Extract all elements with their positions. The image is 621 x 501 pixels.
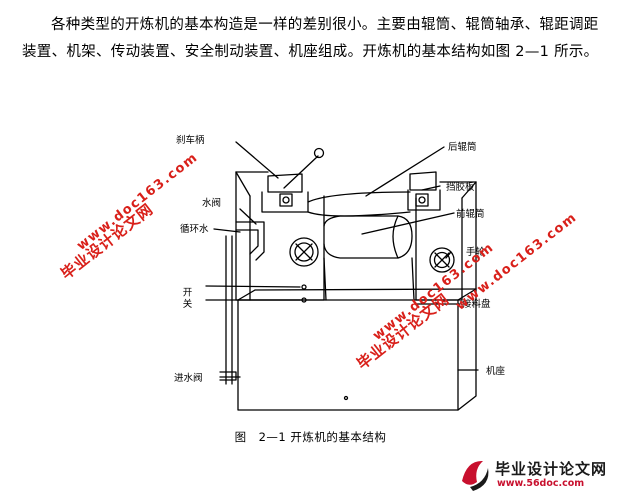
label-inlet-valve: 进水阀 bbox=[174, 372, 203, 384]
watermark-left: 毕业设计论文网 www.doc163.com bbox=[57, 150, 201, 283]
svg-text:毕业设计论文网: 毕业设计论文网 bbox=[353, 290, 452, 373]
label-water-valve: 水阀 bbox=[202, 197, 221, 209]
svg-text:毕业设计论文网: 毕业设计论文网 bbox=[57, 200, 156, 283]
body-paragraph: 各种类型的开炼机的基本构造是一样的差别很小。主要由辊筒、辊筒轴承、辊距调距装置、… bbox=[22, 17, 599, 60]
label-switch: 开关 bbox=[181, 287, 193, 310]
label-circulating-water: 循环水 bbox=[180, 223, 209, 235]
label-brake-handle: 刹车柄 bbox=[176, 134, 205, 146]
label-baffle: 挡胶板 bbox=[446, 181, 475, 193]
left-handwheel bbox=[289, 237, 319, 267]
svg-text:www.doc163.com: www.doc163.com bbox=[74, 150, 201, 254]
figure-caption: 图 2—1 开炼机的基本结构 bbox=[234, 430, 387, 444]
logo-title: 毕业设计论文网 bbox=[495, 460, 608, 478]
logo-mark-icon bbox=[462, 460, 489, 491]
label-rear-roller: 后辊筒 bbox=[448, 141, 477, 153]
right-handwheel bbox=[429, 247, 455, 273]
label-front-roller: 前辊筒 bbox=[456, 208, 485, 220]
label-handwheel: 手轮 bbox=[466, 246, 486, 258]
label-tray: 接料盘 bbox=[462, 298, 491, 310]
logo-url: www.56doc.com bbox=[497, 478, 585, 489]
label-base: 机座 bbox=[486, 365, 506, 377]
right-frame bbox=[415, 197, 463, 301]
brake-handle-line bbox=[283, 155, 319, 189]
front-roller-shape bbox=[323, 215, 413, 259]
site-logo: 毕业设计论文网 www.56doc.com bbox=[457, 455, 613, 495]
